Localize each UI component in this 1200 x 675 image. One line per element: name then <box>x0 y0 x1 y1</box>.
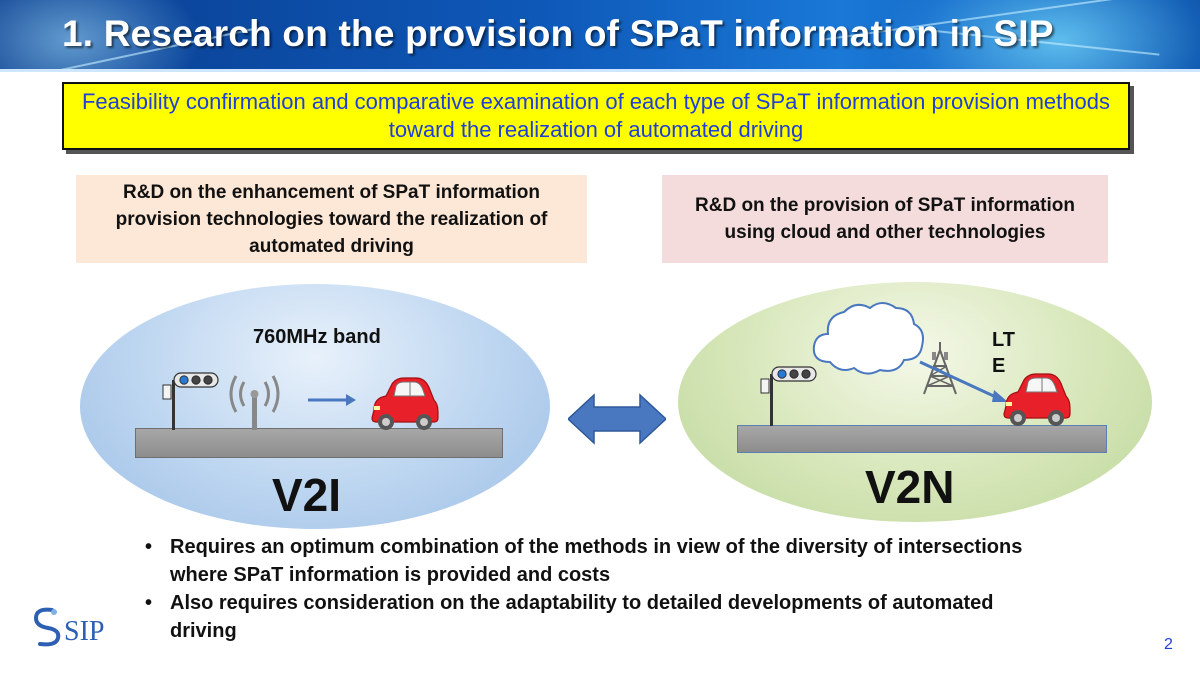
traffic-light-icon <box>760 366 817 426</box>
traffic-light-icon <box>162 372 219 430</box>
cloud-icon <box>812 302 924 375</box>
lte-label: LTE <box>992 329 1015 377</box>
double-arrow-icon <box>568 393 666 445</box>
highlight-box: Feasibility confirmation and comparative… <box>62 82 1130 150</box>
logo-text: SIP <box>64 616 104 647</box>
sip-logo: SIP <box>30 604 120 648</box>
signal-arrow-icon <box>919 360 1008 402</box>
v2i-section-heading: R&D on the enhancement of SPaT informati… <box>76 175 587 263</box>
v2i-ellipse <box>80 284 550 529</box>
v2n-road <box>737 425 1107 453</box>
v2n-section-heading: R&D on the provision of SPaT information… <box>662 175 1108 263</box>
bullet-list: Requires an optimum combination of the m… <box>143 533 1043 645</box>
v2n-ellipse <box>678 282 1152 522</box>
bullet-item: Also requires consideration on the adapt… <box>143 589 1043 645</box>
v2i-heading-text: R&D on the enhancement of SPaT informati… <box>115 181 548 257</box>
car-icon <box>1003 373 1071 426</box>
band-label: 760MHz band <box>253 326 381 348</box>
v2n-label: V2N <box>865 461 955 513</box>
v2i-road <box>135 428 503 458</box>
car-icon <box>371 377 439 430</box>
page-title: 1. Research on the provision of SPaT inf… <box>62 13 1054 54</box>
antenna-icon <box>229 375 280 430</box>
v2i-label: V2I <box>272 469 342 521</box>
page-number: 2 <box>1164 636 1173 653</box>
signal-arrow-icon <box>308 394 356 406</box>
highlight-text: Feasibility confirmation and comparative… <box>81 89 1110 142</box>
bullet-item: Requires an optimum combination of the m… <box>143 533 1043 589</box>
title-banner <box>0 0 1200 72</box>
v2n-heading-text: R&D on the provision of SPaT information… <box>695 195 1075 243</box>
